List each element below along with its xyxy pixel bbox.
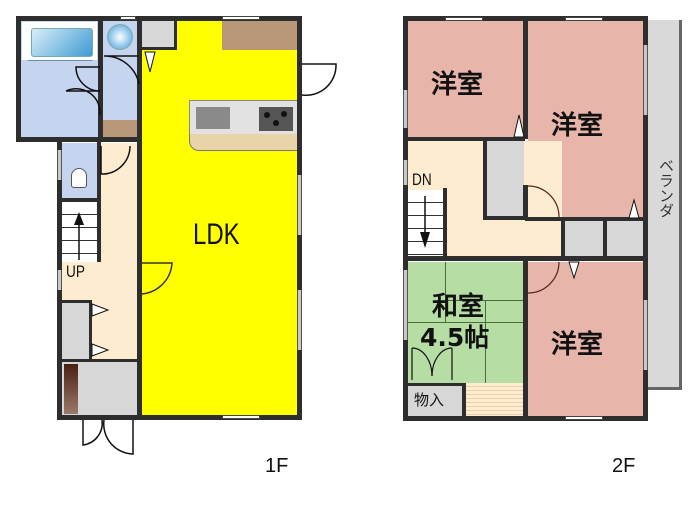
shoe-cabinet	[64, 364, 78, 414]
wall	[137, 16, 142, 420]
western-room-se-label: 洋室	[551, 330, 604, 360]
hallway-1f-upper	[100, 143, 137, 263]
floor-2f-label: 2F	[612, 455, 636, 477]
wall	[643, 16, 648, 421]
balcony	[648, 20, 682, 390]
window	[643, 45, 648, 115]
wall	[57, 415, 302, 420]
japanese-room-size: 4.5帖	[420, 323, 490, 352]
wall	[403, 16, 408, 421]
window	[222, 16, 260, 20]
storage-label: 物入	[414, 391, 445, 409]
stairs-up-label: UP	[66, 262, 85, 281]
wall	[60, 300, 92, 303]
wall	[523, 185, 528, 220]
closet-small-1	[565, 221, 603, 258]
wall	[483, 137, 487, 220]
western-room-nw	[407, 20, 524, 138]
wall	[98, 16, 103, 140]
washbasin	[107, 24, 133, 50]
washroom-shelf	[103, 120, 138, 137]
ldk-room	[141, 20, 299, 416]
wall	[603, 219, 607, 259]
wall	[16, 137, 142, 142]
kitchen-counter-top	[222, 20, 299, 50]
storage-closet	[407, 386, 462, 418]
window	[643, 300, 648, 370]
burner-icon	[281, 111, 287, 117]
wall	[60, 198, 100, 202]
stove	[259, 107, 293, 131]
wall	[405, 383, 465, 386]
closet-lower	[62, 302, 92, 359]
closet-small-2	[607, 221, 644, 258]
window	[297, 175, 302, 235]
japanese-room-label: 和室	[432, 292, 485, 322]
balcony-label: ベランダ	[657, 158, 675, 218]
western-room-ne-label: 洋室	[551, 111, 604, 141]
closet-top-overlay	[141, 20, 177, 50]
western-room-nw-label: 洋室	[431, 70, 484, 100]
window	[297, 290, 302, 350]
tatami-line	[445, 262, 446, 322]
tatami-line	[485, 300, 486, 383]
window	[57, 150, 62, 180]
floor-1f-label: 1F	[265, 455, 289, 477]
window	[445, 17, 483, 21]
wall	[405, 137, 525, 141]
sink	[196, 107, 230, 129]
western-room-se	[528, 262, 644, 418]
door-swing-icon[interactable]	[0, 0, 340, 513]
window	[403, 270, 408, 340]
wall	[16, 16, 21, 142]
tatami-line	[407, 322, 524, 323]
wall	[483, 216, 528, 220]
closet-mid	[487, 141, 524, 218]
toilet-bowl	[71, 168, 87, 188]
wall	[561, 219, 565, 259]
bathtub-fill	[31, 28, 93, 57]
wall	[525, 217, 645, 221]
wall	[16, 16, 302, 21]
floor-plan-1f: LDK UP 1F	[0, 0, 340, 513]
wall	[523, 16, 528, 139]
window	[403, 160, 408, 185]
window	[565, 17, 603, 21]
wall	[89, 300, 92, 360]
burner-icon	[264, 112, 270, 118]
window	[120, 16, 136, 20]
ldk-label: LDK	[193, 218, 240, 251]
tatami-line	[445, 300, 525, 301]
wall	[462, 383, 466, 418]
wall	[523, 256, 528, 419]
window	[222, 415, 260, 419]
step-area	[466, 383, 524, 418]
window	[565, 416, 603, 420]
window	[403, 90, 408, 128]
wall	[443, 188, 447, 258]
stairs-down-label: DN	[412, 170, 432, 189]
window	[57, 270, 62, 290]
burner-icon	[273, 120, 279, 126]
stairs-down[interactable]	[407, 190, 445, 256]
wall	[97, 142, 101, 262]
wall	[60, 359, 140, 362]
